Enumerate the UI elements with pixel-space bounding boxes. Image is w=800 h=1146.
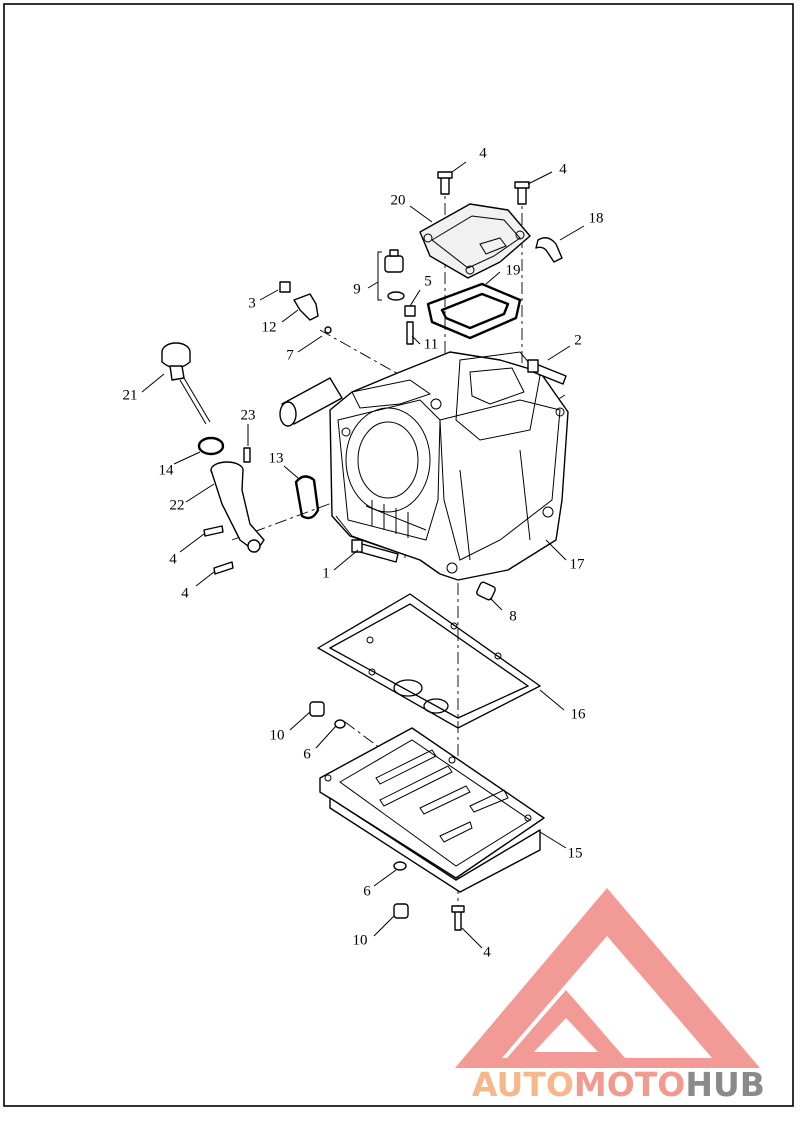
watermark-text-auto: AUTO: [472, 1065, 574, 1104]
callout-4-top-left: 4: [479, 145, 487, 161]
diagram-border: [3, 3, 794, 1107]
breather-fitting: [535, 237, 563, 263]
callout-1: 1: [322, 565, 330, 581]
dowel-pin: [476, 581, 496, 601]
callout-18: 18: [589, 210, 604, 226]
watermark-text-hub: HUB: [685, 1065, 765, 1104]
o-ring: [197, 436, 225, 456]
callout-23: 23: [241, 407, 256, 423]
callout-4-left-lower: 4: [181, 585, 189, 601]
oil-pan: [319, 727, 545, 893]
callout-5: 5: [424, 273, 432, 289]
left-bolts: [203, 525, 234, 575]
leader-lines: [141, 161, 585, 949]
watermark-text: AUTOMOTOHUB: [472, 1065, 765, 1104]
bolt-2: [527, 359, 567, 385]
callout-4-bottom: 4: [483, 944, 491, 960]
top-bolts: [437, 171, 530, 205]
callout-10-lower: 10: [353, 932, 368, 948]
oil-pressure-sender: [377, 249, 405, 301]
rocker-gasket: [426, 282, 522, 340]
callout-2: 2: [574, 332, 582, 348]
callout-17: 17: [570, 556, 586, 572]
oil-tube-stub: [279, 377, 343, 427]
callout-8: 8: [509, 608, 517, 624]
oil-filler-tube: [210, 461, 265, 553]
drain-plugs: [309, 701, 465, 931]
callout-12: 12: [262, 319, 277, 335]
rocker-cover: [419, 203, 531, 279]
bolt-23: [243, 447, 251, 463]
watermark-logo: [455, 888, 760, 1068]
callout-20: 20: [391, 192, 406, 208]
crankcase: [329, 351, 569, 581]
callout-6-lower: 6: [363, 883, 371, 899]
callout-3: 3: [248, 295, 256, 311]
callout-22: 22: [170, 497, 185, 513]
callout-4-left-upper: 4: [169, 551, 177, 567]
plug-and-fitting: [404, 305, 416, 345]
callout-6-upper: 6: [303, 746, 311, 762]
callout-15: 15: [568, 845, 583, 861]
oil-line-fitting: [279, 281, 332, 334]
callout-16: 16: [571, 706, 587, 722]
callout-19: 19: [506, 262, 521, 278]
callout-21: 21: [123, 387, 138, 403]
watermark-text-moto: MOTO: [574, 1065, 685, 1104]
callout-9: 9: [353, 281, 361, 297]
oval-gasket: [294, 475, 320, 520]
callout-11: 11: [424, 336, 438, 352]
callout-4-top-right: 4: [559, 161, 567, 177]
dipstick: [161, 342, 211, 425]
callout-14: 14: [159, 462, 175, 478]
callout-7: 7: [286, 347, 294, 363]
callout-10-upper: 10: [270, 727, 285, 743]
oil-pan-gasket: [316, 593, 542, 729]
callout-13: 13: [269, 450, 284, 466]
callout-labels: 1 2 3 4 4 4 4 4 5 6 6 7 8 9 10 10 11 12 …: [123, 145, 604, 960]
bolt-1: [351, 539, 399, 563]
